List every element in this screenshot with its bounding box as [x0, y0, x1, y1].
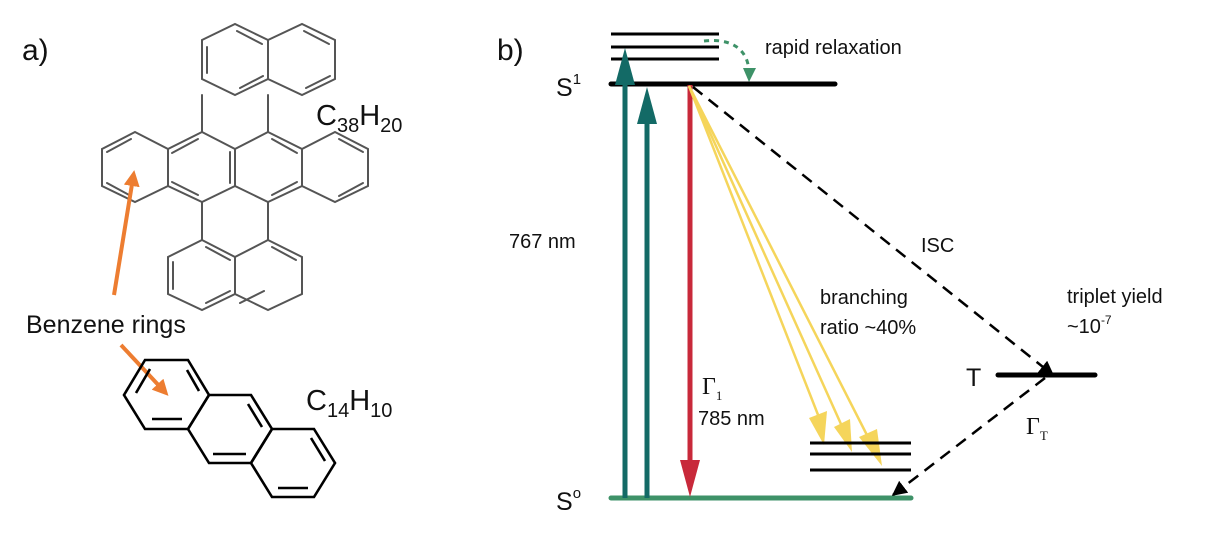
vibronic-arrow-2: [687, 85, 847, 434]
benzene-rings-label: Benzene rings: [26, 311, 186, 339]
s1-label: S1: [556, 71, 581, 102]
panel-a: a): [22, 22, 402, 499]
rapid-relaxation-arrowhead: [743, 68, 756, 82]
emission-wavelength-label: 785 nm: [698, 408, 765, 430]
excitation-arrowhead-1: [615, 48, 635, 85]
emission-rate-label: Γ1: [702, 374, 722, 403]
panel-b-label: b): [497, 34, 524, 67]
ring-top-right: [267, 22, 336, 97]
panel-a-label: a): [22, 34, 49, 67]
panel-b: b) rapid relaxation S1 So 767 nm Γ1 785 …: [497, 32, 1163, 516]
excitation-arrows: [615, 48, 657, 498]
emission-arrowhead: [680, 460, 700, 497]
anthracene-ring-3: [249, 427, 337, 499]
molecule-c14h10: [122, 358, 337, 499]
vibronic-arrows: [687, 85, 882, 466]
triplet-decay-arrow: [891, 377, 1046, 496]
t-label: T: [966, 364, 981, 392]
rapid-relaxation-label: rapid relaxation: [765, 37, 902, 59]
benzene-arrow-up: [112, 170, 140, 296]
triplet-yield-label: triplet yield: [1067, 286, 1163, 308]
excitation-arrowhead-2: [637, 87, 657, 124]
excitation-wavelength-label: 767 nm: [509, 231, 576, 253]
ring-bottom-right: [234, 238, 303, 312]
vibronic-arrow-1: [687, 85, 824, 426]
formula-c14h10: C14H10: [306, 385, 392, 422]
ring-center-right: [234, 130, 303, 204]
molecule-c38h20: [101, 22, 369, 312]
ring-bottom-left: [167, 238, 236, 312]
branching-ratio-label-line1: branching: [820, 287, 908, 309]
triplet-yield-value: ~10-7: [1067, 313, 1112, 338]
vibronic-arrow-3: [687, 85, 872, 442]
ring-right: [301, 130, 369, 204]
ring-center-left: [167, 130, 236, 204]
s0-vibrational-levels: [810, 441, 911, 472]
isc-arrow: [692, 86, 1055, 376]
s1-vibrational-levels: [611, 32, 719, 61]
ring-top-left: [201, 22, 269, 97]
ring-left: [101, 130, 169, 204]
s0-label: So: [556, 485, 581, 516]
triplet-rate-label: ΓT: [1026, 414, 1048, 443]
branching-ratio-label-line2: ratio ~40%: [820, 317, 916, 339]
isc-label: ISC: [921, 235, 954, 257]
rapid-relaxation-arrow: [703, 38, 751, 73]
formula-c38h20: C38H20: [316, 100, 402, 137]
